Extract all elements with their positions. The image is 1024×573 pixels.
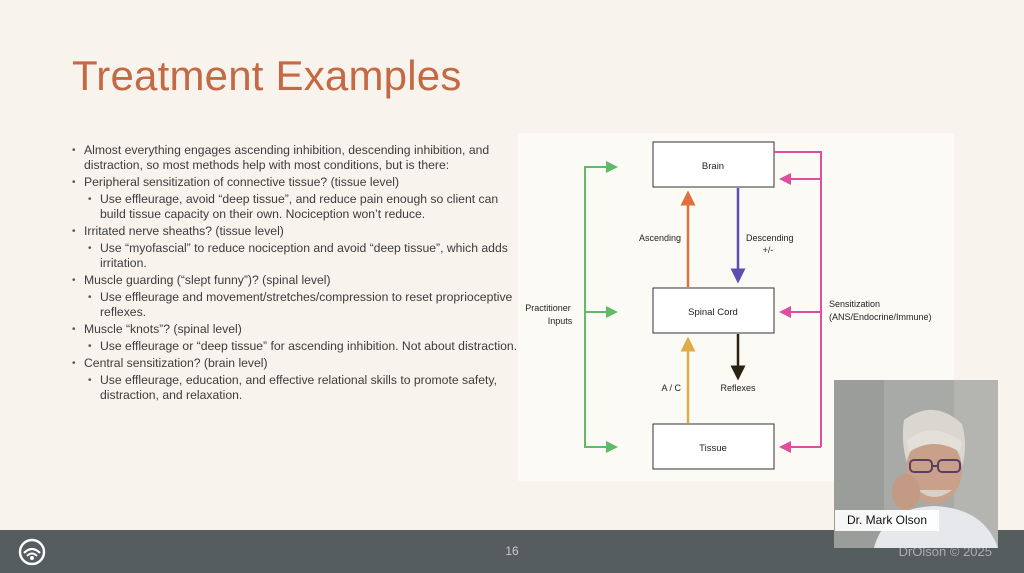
practitioner-label-1: Practitioner	[525, 303, 571, 313]
logo-icon	[18, 538, 46, 566]
descending-sign: +/-	[763, 245, 774, 255]
bullet-item: Central sensitization? (brain level)	[70, 356, 522, 371]
bullet-item: Irritated nerve sheaths? (tissue level)	[70, 224, 522, 239]
sensitization-bracket	[774, 151, 822, 447]
sub-bullet-item: Use effleurage and movement/stretches/co…	[86, 290, 522, 320]
practitioner-bracket	[584, 166, 606, 448]
spinal-cord-box	[652, 287, 775, 334]
spinal-cord-label: Spinal Cord	[688, 307, 738, 318]
presenter-name-label: Dr. Mark Olson	[835, 510, 939, 531]
practitioner-label-2: Inputs	[548, 316, 573, 326]
sub-bullet-item: Use “myofascial” to reduce nociception a…	[86, 241, 522, 271]
brain-label: Brain	[702, 161, 724, 172]
ac-label: A / C	[661, 383, 681, 393]
sensitization-label-1: Sensitization	[829, 299, 880, 309]
tissue-label: Tissue	[699, 443, 727, 454]
tissue-box	[652, 423, 775, 470]
sub-bullet-item: Use effleurage, education, and effective…	[86, 373, 522, 403]
sub-bullet-item: Use effleurage, avoid “deep tissue”, and…	[86, 192, 522, 222]
descending-label: Descending	[746, 233, 794, 243]
bullet-item: Peripheral sensitization of connective t…	[70, 175, 522, 190]
bullet-item: Muscle guarding (“slept funny”)? (spinal…	[70, 273, 522, 288]
diagram-svg: Brain Spinal Cord Tissue Ascending Desce…	[525, 141, 932, 470]
slide-title: Treatment Examples	[72, 52, 462, 99]
ascending-label: Ascending	[639, 233, 681, 243]
sub-bullet-item: Use effleurage or “deep tissue” for asce…	[86, 339, 522, 354]
slide: Treatment Examples Almost everything eng…	[0, 0, 1024, 530]
brain-box	[652, 141, 775, 188]
reflexes-label: Reflexes	[720, 383, 756, 393]
bullet-item: Almost everything engages ascending inhi…	[70, 143, 522, 173]
sensitization-label-2: (ANS/Endocrine/Immune)	[829, 312, 932, 322]
page-number: 16	[505, 544, 519, 558]
bullet-item: Muscle “knots”? (spinal level)	[70, 322, 522, 337]
bullet-list: Almost everything engages ascending inhi…	[70, 143, 522, 405]
